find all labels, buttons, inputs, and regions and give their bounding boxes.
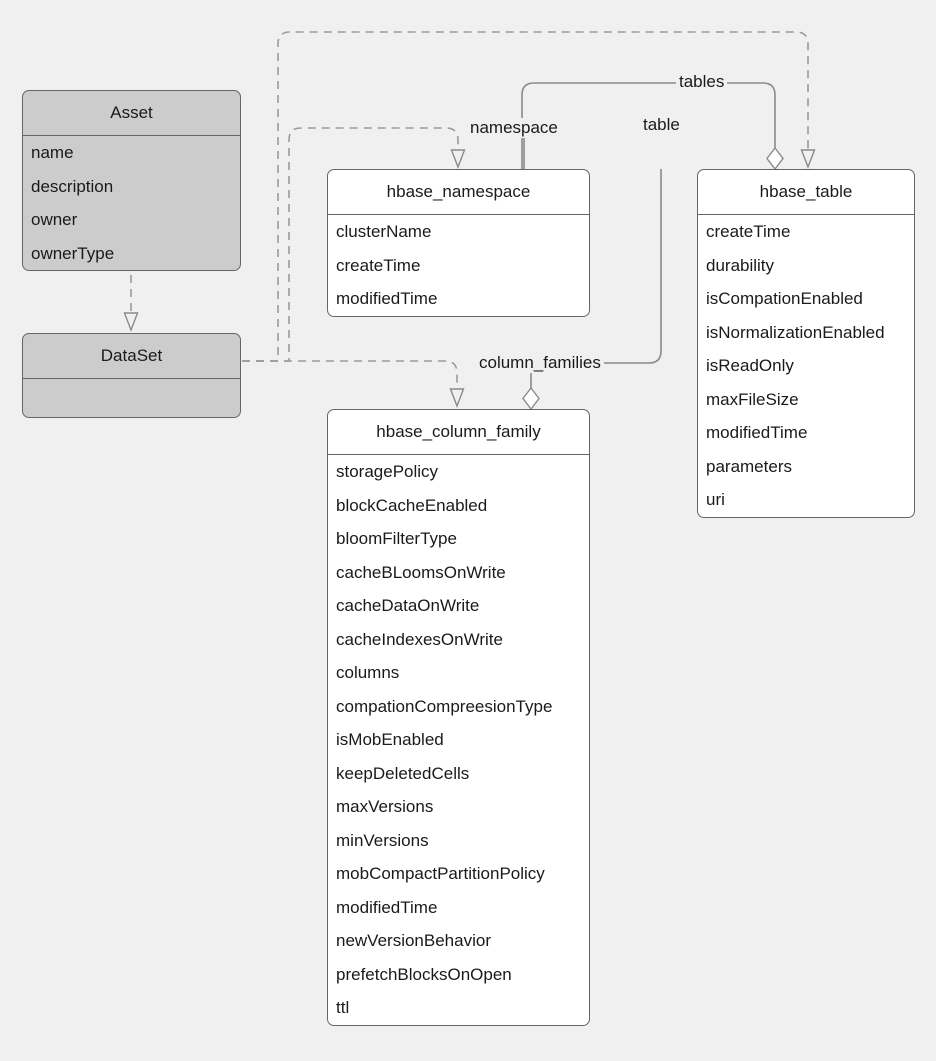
class-attribute: isMobEnabled [336,730,444,749]
class-attribute: ownerType [31,243,115,263]
class-attribute: isCompationEnabled [706,289,863,308]
class-attributes-asset: name description owner ownerType [23,136,240,270]
class-title-hbase-namespace: hbase_namespace [386,182,531,201]
class-attributes-hbase-table: createTime durability isCompationEnabled… [698,215,914,517]
class-divider [23,378,240,379]
class-attribute: maxFileSize [706,389,799,409]
class-divider [698,214,914,215]
class-attribute: ttl [336,998,350,1017]
class-title-hbase-table: hbase_table [759,182,853,201]
class-attribute: bloomFilterType [336,529,457,548]
class-attribute: uri [706,490,725,509]
class-node-hbase-table[interactable]: hbase_table createTime durability isComp… [697,169,915,518]
class-attributes-hbase-namespace: clusterName createTime modifiedTime [328,215,589,316]
class-attribute: cacheIndexesOnWrite [336,629,503,649]
class-attribute: newVersionBehavior [336,931,491,950]
class-divider [328,454,589,455]
class-attribute: createTime [706,222,791,241]
class-attribute: keepDeletedCells [336,763,470,783]
edge-dataset-to-column-family [242,360,465,408]
class-attribute: maxVersions [336,797,434,816]
edge-label-namespace: namespace [467,118,561,138]
class-attribute: prefetchBlocksOnOpen [336,964,512,984]
class-title-dataset: DataSet [100,346,163,365]
class-attribute: mobCompactPartitionPolicy [336,864,545,883]
class-attribute: isReadOnly [706,356,794,375]
edge-label-tables: tables [676,72,728,92]
class-attribute: description [31,176,114,196]
edge-dataset-to-table [242,31,816,362]
class-attribute: cacheDataOnWrite [336,596,480,615]
edge-label-column-families: column_families [476,353,604,373]
class-attribute: parameters [706,456,792,476]
class-node-hbase-namespace[interactable]: hbase_namespace clusterName createTime m… [327,169,590,317]
class-attribute: modifiedTime [706,423,808,442]
class-attribute: cacheBLoomsOnWrite [336,562,506,582]
class-attribute: compationCompreesionType [336,696,553,716]
class-attributes-hbase-column-family: storagePolicy blockCacheEnabled bloomFil… [328,455,589,1025]
class-title-hbase-column-family: hbase_column_family [376,422,541,441]
class-divider [23,135,240,136]
class-attribute: storagePolicy [336,462,439,481]
class-attribute: owner [31,210,78,229]
class-attribute: modifiedTime [336,289,438,308]
edge-dataset-to-namespace [242,127,466,362]
class-node-hbase-column-family[interactable]: hbase_column_family storagePolicy blockC… [327,409,590,1026]
class-divider [328,214,589,215]
class-attributes-dataset [23,379,240,417]
class-node-dataset[interactable]: DataSet [22,333,241,418]
class-attribute: durability [706,255,775,275]
class-attribute: blockCacheEnabled [336,495,488,515]
class-attribute: isNormalizationEnabled [706,322,885,342]
class-attribute: clusterName [336,222,432,241]
class-attribute: columns [336,663,400,682]
class-attribute: name [31,143,74,162]
class-node-asset[interactable]: Asset name description owner ownerType [22,90,241,271]
edge-label-table: table [640,115,683,135]
class-attribute: minVersions [336,830,429,850]
class-attribute: createTime [336,255,421,275]
class-attribute: modifiedTime [336,897,438,917]
class-title-asset: Asset [110,103,153,122]
